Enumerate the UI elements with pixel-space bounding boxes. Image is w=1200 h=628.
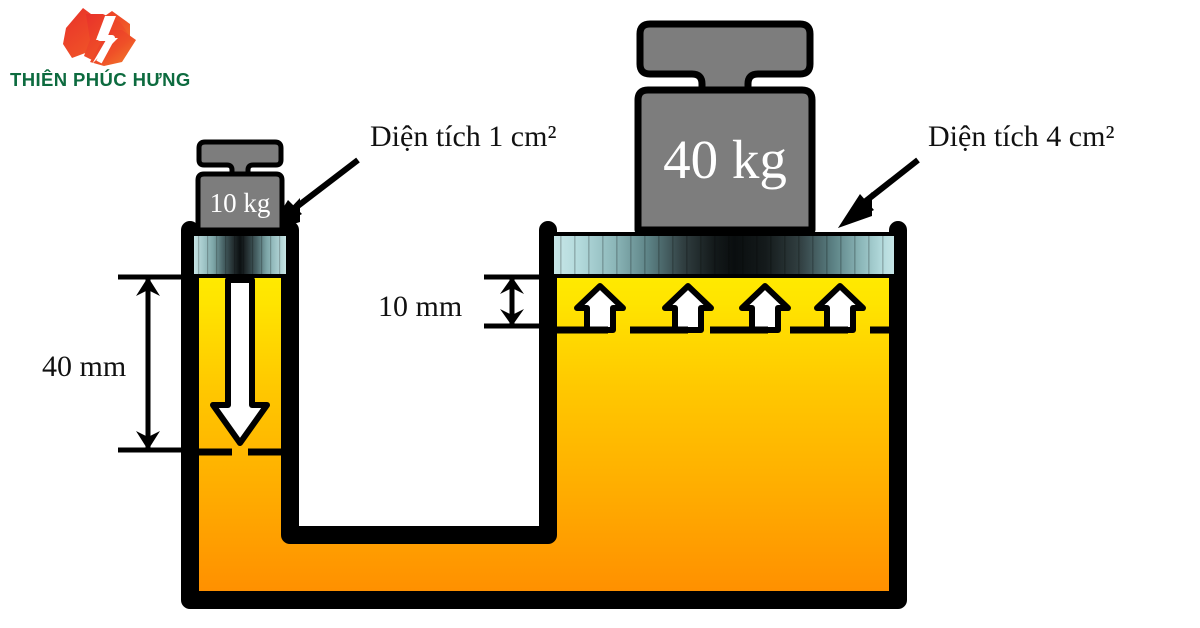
right-depth-dimension: 10 mm: [378, 274, 556, 329]
weight-10kg: 10 kg: [195, 139, 285, 233]
logo-text: THIÊN PHÚC HƯNG: [10, 69, 191, 90]
left-area-label: Diện tích 1 cm²: [370, 120, 556, 153]
vessel-inner-wall: [281, 221, 557, 544]
right-piston: [550, 232, 898, 278]
left-force-arrow-down-icon: [210, 277, 270, 446]
right-area-label: Diện tích 4 cm²: [928, 120, 1114, 153]
thien-phuc-hung-logo: THIÊN PHÚC HƯNG: [10, 8, 191, 90]
weight-40kg: 40 kg: [634, 20, 816, 234]
logo-mark-icon: [63, 8, 136, 66]
left-piston: [190, 232, 290, 278]
left-depth-dimension: 40 mm: [42, 274, 198, 453]
right-depth-label: 10 mm: [378, 290, 462, 323]
vessel-outer-wall: [181, 221, 907, 609]
vessel-inner-void: [290, 236, 548, 535]
right-force-arrows-up: [574, 283, 866, 333]
weight-40kg-label: 40 kg: [663, 129, 787, 190]
left-depth-label: 40 mm: [42, 350, 126, 383]
hydraulic-vessel: [181, 221, 907, 609]
right-callout-pointer-icon: [838, 157, 920, 228]
weight-10kg-label: 10 kg: [210, 188, 271, 218]
